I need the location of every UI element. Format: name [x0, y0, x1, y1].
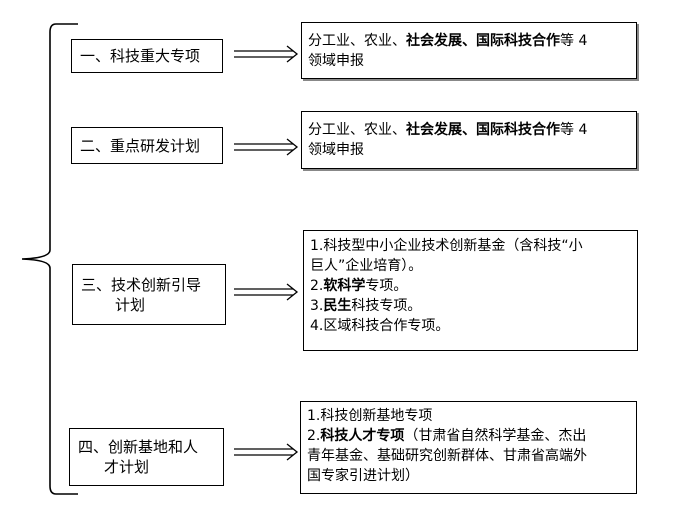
- detail-text: 专项。: [365, 278, 408, 294]
- detail-line: 1.科技型中小企业技术创新基金（含科技“小: [310, 236, 631, 256]
- detail-line: 巨人”企业培育）。: [310, 256, 631, 276]
- detail-line: 3.民生科技专项。: [310, 296, 631, 316]
- detail-text: 科技专项。: [351, 298, 422, 314]
- category-label-line: 三、技术创新引导: [81, 275, 202, 294]
- category-label-line: 一、科技重大专项: [80, 47, 201, 65]
- detail-box-2: 分工业、农业、社会发展、国际科技合作等 4 领域申报: [301, 111, 637, 169]
- arrow-row-2: [234, 138, 299, 156]
- detail-text: 等 4: [560, 33, 588, 49]
- detail-text: 1.科技创新基地专项: [307, 408, 433, 424]
- detail-line: 领域申报: [308, 51, 630, 71]
- detail-text: 4.区域科技合作专项。: [310, 318, 450, 334]
- category-label: 一、科技重大专项: [80, 46, 200, 66]
- detail-line: 领域申报: [308, 140, 630, 160]
- detail-line: 分工业、农业、社会发展、国际科技合作等 4: [308, 31, 630, 51]
- detail-line: 青年基金、基础研究创新群体、甘肃省高端外: [307, 446, 630, 466]
- detail-text-bold: 科技人才专项: [320, 428, 405, 444]
- detail-box-1: 分工业、农业、社会发展、国际科技合作等 4 领域申报: [301, 22, 637, 79]
- category-box-1: 一、科技重大专项: [71, 39, 223, 73]
- arrow-row-4: [234, 443, 299, 461]
- detail-line: 国专家引进计划）: [307, 466, 630, 486]
- category-box-3: 三、技术创新引导 计划: [72, 264, 226, 325]
- detail-text: 巨人”企业培育）。: [310, 258, 423, 274]
- category-label: 四、创新基地和人 才计划: [78, 437, 198, 477]
- arrow-row-1: [234, 45, 299, 63]
- detail-text: 青年基金、基础研究创新群体、甘肃省高端外: [307, 448, 587, 464]
- detail-line: 2.科技人才专项（甘肃省自然科学基金、杰出: [307, 426, 630, 446]
- detail-text: 领域申报: [308, 53, 364, 69]
- left-brace: [21, 23, 78, 495]
- detail-text: 分工业、农业、: [308, 33, 406, 49]
- detail-text-bold: 社会发展、国际科技合作: [406, 33, 560, 49]
- detail-text: 等 4: [560, 122, 588, 138]
- category-label: 二、重点研发计划: [80, 136, 200, 156]
- detail-text: 国专家引进计划）: [307, 468, 419, 484]
- detail-text-bold: 软科学: [323, 278, 366, 294]
- category-label-line: 二、重点研发计划: [80, 136, 201, 155]
- detail-line: 分工业、农业、社会发展、国际科技合作等 4: [308, 120, 630, 140]
- detail-box-3: 1.科技型中小企业技术创新基金（含科技“小巨人”企业培育）。2.软科学专项。3.…: [303, 230, 638, 351]
- detail-text: 领域申报: [308, 142, 364, 158]
- category-box-2: 二、重点研发计划: [71, 127, 223, 164]
- detail-line: 2.软科学专项。: [310, 276, 631, 296]
- category-label: 三、技术创新引导 计划: [81, 275, 201, 315]
- detail-line: 1.科技创新基地专项: [307, 406, 630, 426]
- detail-box-4: 1.科技创新基地专项 2.科技人才专项（甘肃省自然科学基金、杰出青年基金、基础研究…: [300, 401, 637, 494]
- detail-text: 1.科技型中小企业技术创新基金（含科技“小: [310, 238, 583, 254]
- detail-text-bold: 民生: [323, 298, 352, 314]
- detail-line: 4.区域科技合作专项。: [310, 316, 631, 336]
- detail-text-bold: 社会发展、国际科技合作: [406, 122, 560, 138]
- category-label-line: 计划: [115, 295, 146, 314]
- category-label-line: 才计划: [104, 458, 150, 476]
- detail-text: 3.: [310, 298, 324, 314]
- category-label-line: 四、创新基地和人: [78, 438, 199, 456]
- detail-text: 2.: [307, 428, 321, 444]
- category-box-4: 四、创新基地和人 才计划: [69, 428, 224, 486]
- detail-text: （甘肃省自然科学基金、杰出: [404, 428, 587, 444]
- arrow-row-3: [234, 283, 299, 301]
- detail-text: 2.: [310, 278, 324, 294]
- detail-text: 分工业、农业、: [308, 122, 406, 138]
